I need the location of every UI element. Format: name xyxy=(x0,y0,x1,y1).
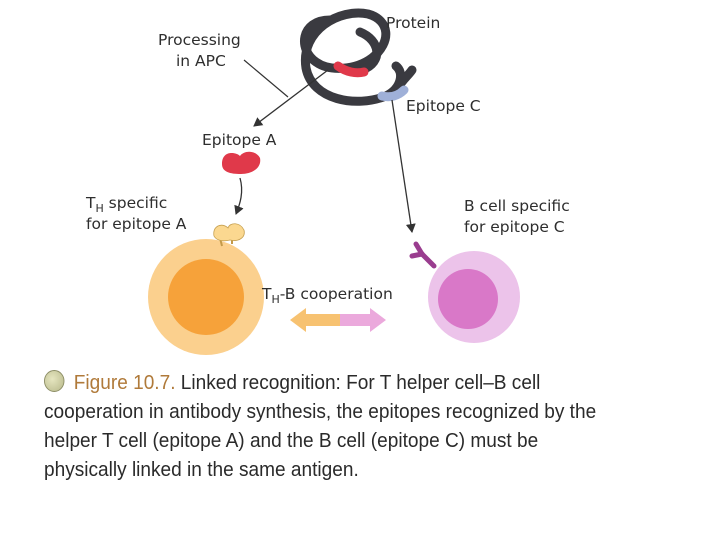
epitope-b-segment xyxy=(333,61,369,78)
th-specific-label-line2: for epitope A xyxy=(86,215,187,233)
cooperation-label: TH-B cooperation xyxy=(261,285,393,306)
linked-recognition-diagram: Protein Processing in APC Epitope C Epit… xyxy=(85,8,570,355)
figure-reference: Figure 10.7. xyxy=(73,371,176,394)
protein-to-b-cell-arrow xyxy=(391,99,416,233)
caption-text: Linked recognition: For T helper cell–B … xyxy=(44,371,597,481)
epitope-c-segment xyxy=(377,85,409,102)
cooperation-double-arrow xyxy=(290,308,386,332)
circle-bullet-icon xyxy=(44,370,65,392)
epitope-a-to-t-cell-arrow xyxy=(234,177,244,215)
b-cell-label-line1: B cell specific xyxy=(464,197,570,215)
t-helper-cell xyxy=(148,239,264,355)
b-cell-label-line2: for epitope C xyxy=(464,218,565,236)
b-cell-antibody-icon xyxy=(409,241,437,269)
b-cell xyxy=(428,251,520,343)
processing-label-line1: Processing xyxy=(158,31,241,49)
epitope-a-label: Epitope A xyxy=(202,131,277,149)
protein-label: Protein xyxy=(386,14,440,32)
figure-caption: Figure 10.7. Linked recognition: For T h… xyxy=(44,368,602,484)
protein-to-epitope-a-arrow xyxy=(253,69,329,127)
t-cell-receptor-icon xyxy=(213,223,245,247)
epitope-a-icon xyxy=(222,151,261,174)
processing-label-line2: in APC xyxy=(176,52,226,70)
th-specific-label-line1: TH specific xyxy=(85,194,167,215)
epitope-c-label: Epitope C xyxy=(406,97,481,115)
processing-pointer-line xyxy=(243,59,289,98)
